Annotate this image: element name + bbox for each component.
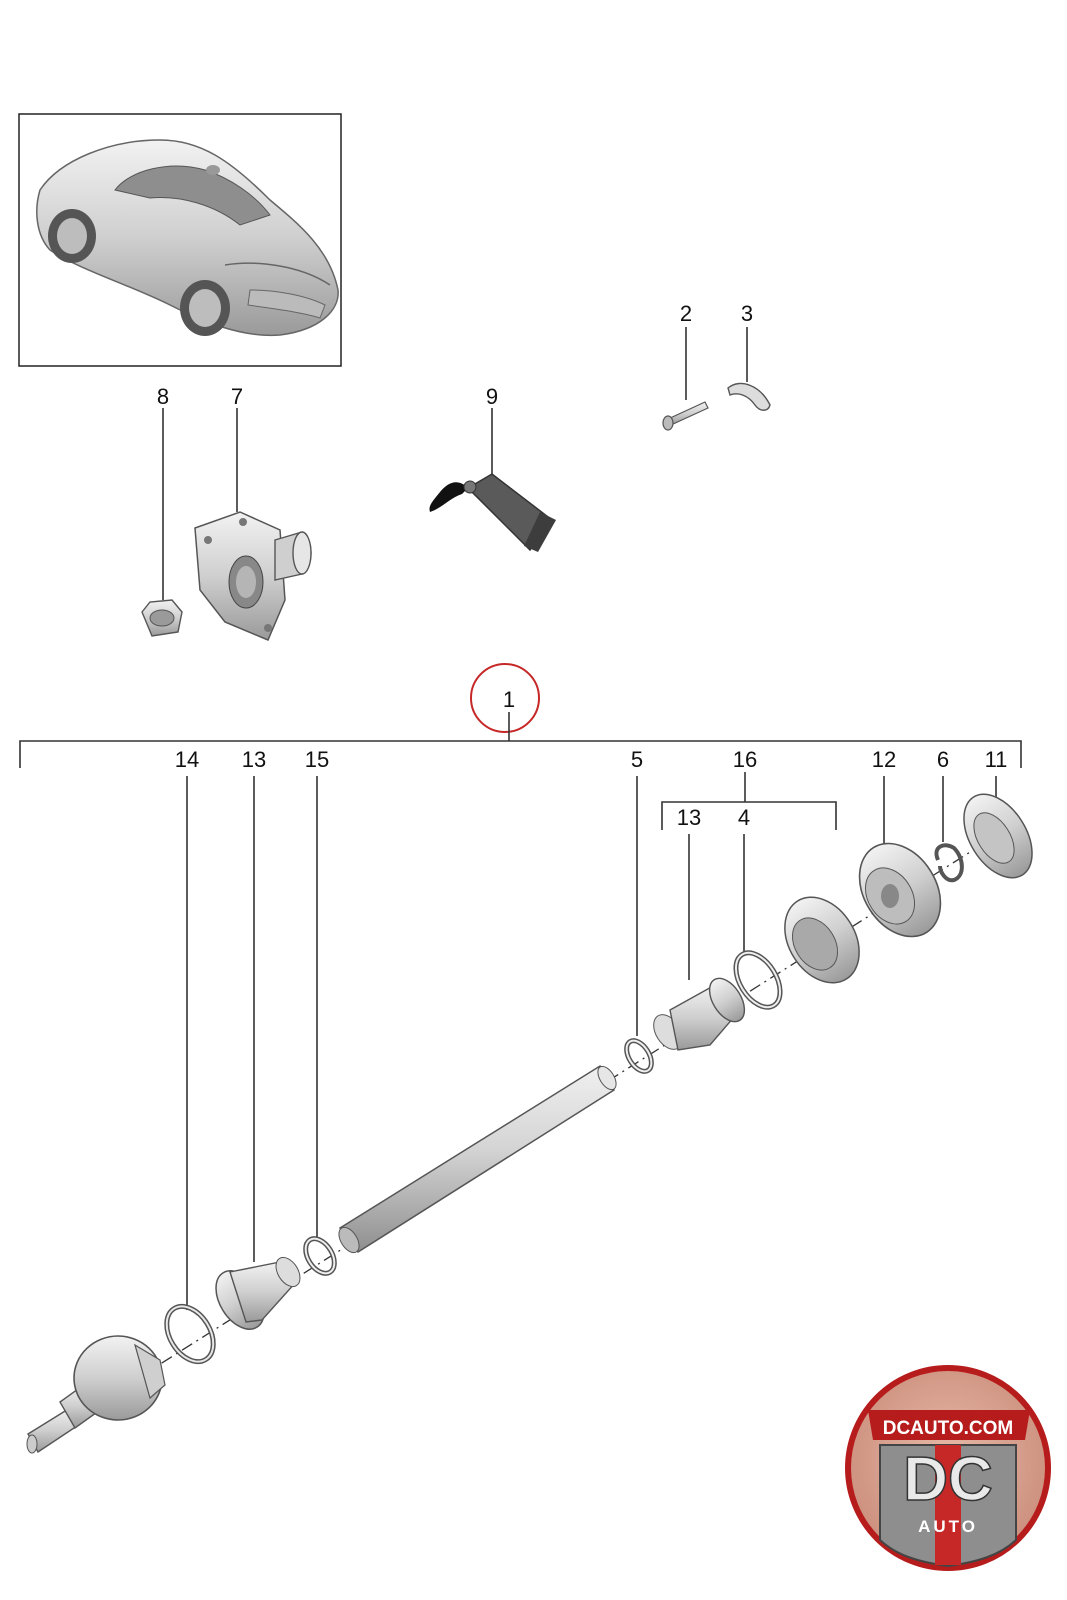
part-13-boot-inner: [215, 1256, 301, 1330]
part-8-collar-nut: 8: [141, 384, 183, 637]
part-5-circlip: [624, 1038, 654, 1074]
dcauto-logo: DCAUTO.COM DC AUTO: [845, 1365, 1051, 1571]
part-boot-cap: [784, 896, 860, 984]
part-6-circlip: [934, 843, 964, 883]
porsche-911-coupe-icon: [36, 139, 339, 337]
part-11-cover: [963, 793, 1033, 879]
callout-16: 16: [733, 747, 757, 772]
callout-13-inner: 13: [242, 747, 266, 772]
highlight-circle: [470, 663, 540, 733]
part-14-clamp-ring: [164, 1303, 216, 1365]
logo-word-text: AUTO: [918, 1517, 978, 1536]
part-13-boot-outer: [653, 977, 746, 1051]
callout-1: 1: [503, 687, 515, 712]
callout-11: 11: [985, 747, 1008, 772]
part-7-flange: 7: [194, 384, 312, 641]
logo-site-text: DCAUTO.COM: [883, 1418, 1014, 1439]
part-12-inner-cv-joint: [858, 842, 942, 938]
callout-12: 12: [872, 747, 896, 772]
callout-2: 2: [680, 301, 692, 326]
part-3-lock-plate: 3: [727, 301, 771, 411]
vehicle-inset: [18, 113, 342, 367]
callout-6: 6: [937, 747, 949, 772]
assembly-1-bracket: 1: [19, 663, 1022, 830]
part-4-clamp-ring: [733, 950, 783, 1010]
part-2-bolt: 2: [662, 301, 709, 431]
part-drive-shaft: [338, 1064, 617, 1254]
callout-7: 7: [231, 384, 243, 409]
callout-13-outer: 13: [677, 805, 701, 830]
callout-8: 8: [157, 384, 169, 409]
part-9-grease-tube: 9: [429, 384, 556, 552]
part-outer-cv-joint: [26, 1335, 166, 1454]
grease-tube-icon: [429, 473, 556, 552]
callout-14: 14: [175, 747, 199, 772]
assembly-callouts: 14 13 15 5 16 12 6 11 13 4: [175, 747, 1008, 1310]
part-15-clamp-ring: [303, 1236, 337, 1276]
logo-mark-text: DC: [903, 1445, 993, 1514]
callout-9: 9: [486, 384, 498, 409]
callout-15: 15: [305, 747, 329, 772]
callout-3: 3: [741, 301, 753, 326]
callout-5: 5: [631, 747, 643, 772]
callout-4: 4: [738, 805, 750, 830]
